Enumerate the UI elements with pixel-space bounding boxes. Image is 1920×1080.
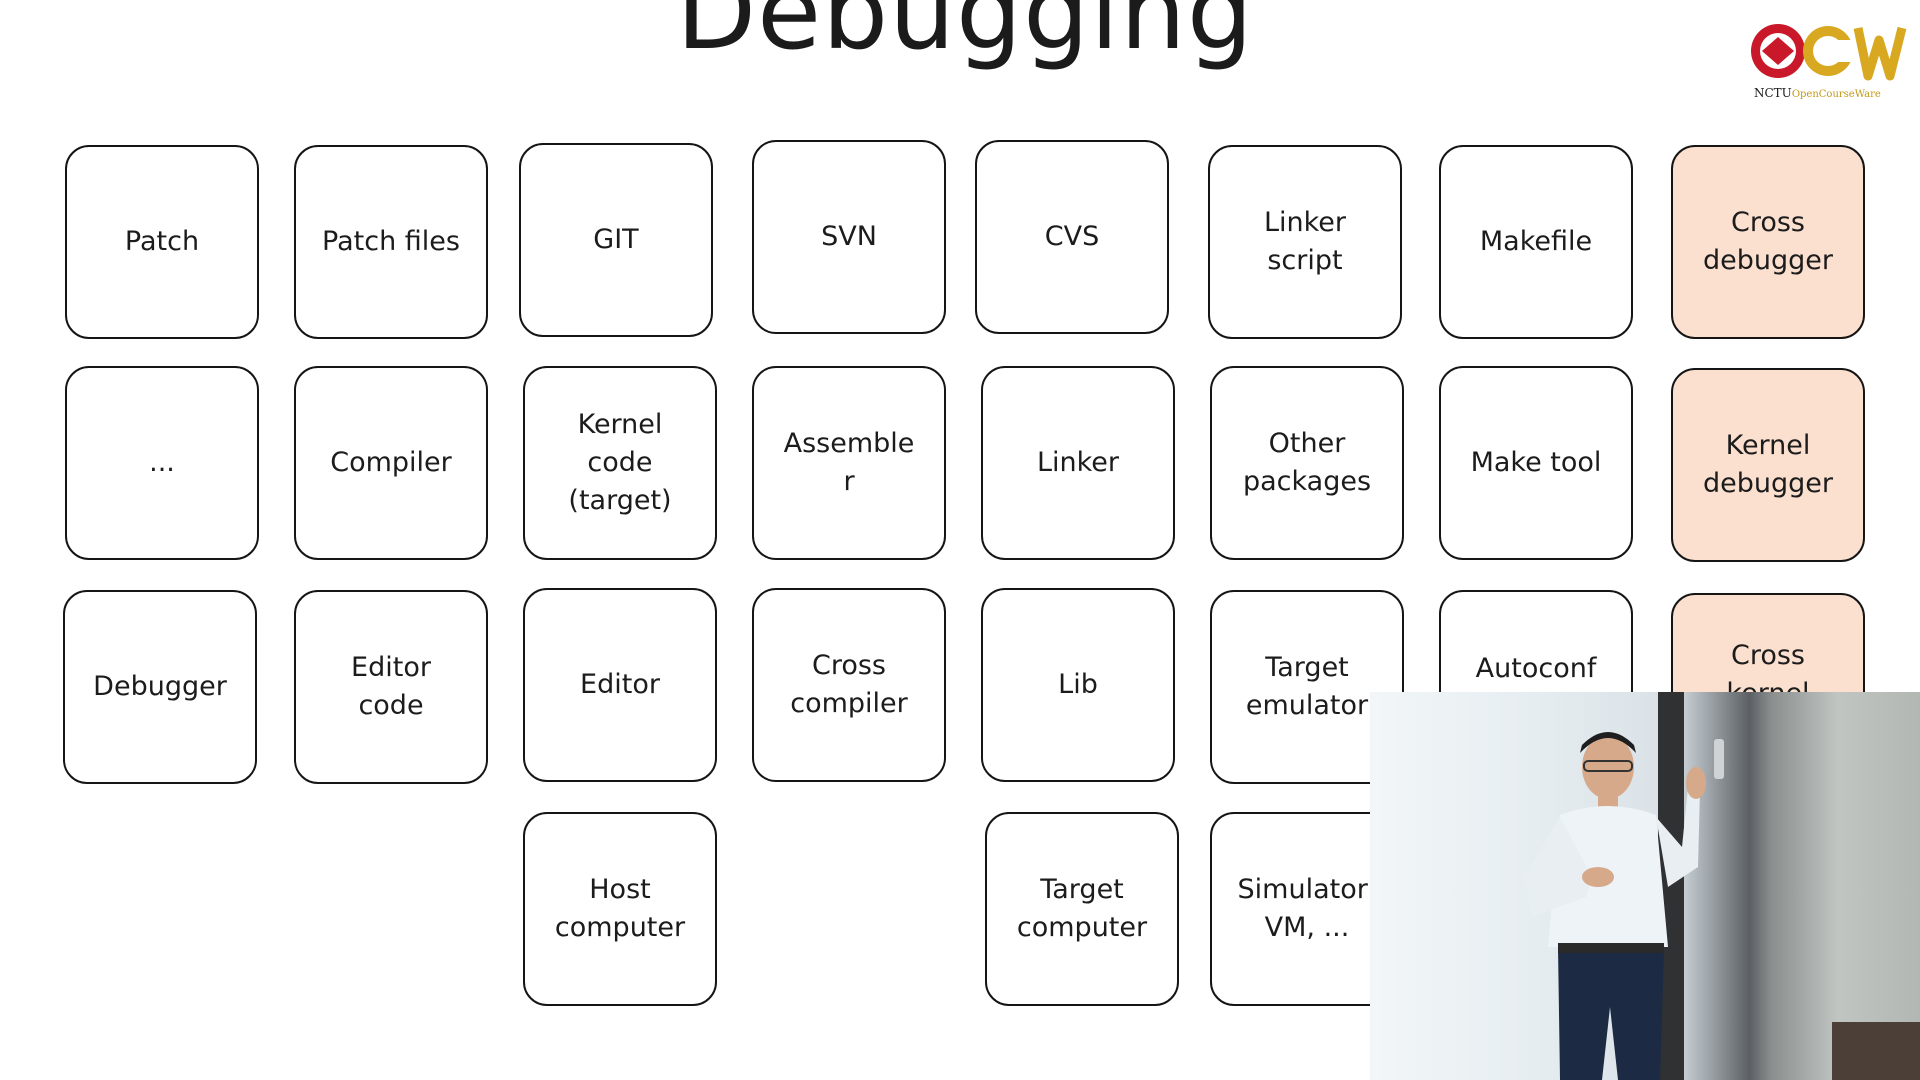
webcam-cabinet bbox=[1832, 1022, 1920, 1080]
tile-target-computer[interactable]: Target computer bbox=[985, 812, 1179, 1006]
tile-cvs[interactable]: CVS bbox=[975, 140, 1169, 334]
logo-caption-main: NCTU bbox=[1754, 86, 1792, 100]
tile-linker[interactable]: Linker bbox=[981, 366, 1175, 560]
webcam-video bbox=[1370, 692, 1920, 1080]
tile-linker-script[interactable]: Linker script bbox=[1208, 145, 1402, 339]
tile-makefile[interactable]: Makefile bbox=[1439, 145, 1633, 339]
tile-host-computer[interactable]: Host computer bbox=[523, 812, 717, 1006]
logo-caption: NCTUOpenCourseWare bbox=[1754, 86, 1920, 100]
tile-git[interactable]: GIT bbox=[519, 143, 713, 337]
tile-patch-files[interactable]: Patch files bbox=[294, 145, 488, 339]
tile-cross-debugger[interactable]: Cross debugger bbox=[1671, 145, 1865, 339]
tile-cross-compiler[interactable]: Cross compiler bbox=[752, 588, 946, 782]
tile-make-tool[interactable]: Make tool bbox=[1439, 366, 1633, 560]
tile-assembler[interactable]: Assemble r bbox=[752, 366, 946, 560]
tile-kernel-debugger[interactable]: Kernel debugger bbox=[1671, 368, 1865, 562]
tile-svn[interactable]: SVN bbox=[752, 140, 946, 334]
tile-patch[interactable]: Patch bbox=[65, 145, 259, 339]
tile-compiler[interactable]: Compiler bbox=[294, 366, 488, 560]
tile-other-packages[interactable]: Other packages bbox=[1210, 366, 1404, 560]
tile-lib[interactable]: Lib bbox=[981, 588, 1175, 782]
slide-title: Debugging bbox=[676, 0, 1254, 73]
presenter-figure bbox=[1524, 732, 1724, 1080]
ocw-logo-icon bbox=[1748, 18, 1913, 103]
tile-editor[interactable]: Editor bbox=[523, 588, 717, 782]
tile-debugger[interactable]: Debugger bbox=[63, 590, 257, 784]
tile-editor-code[interactable]: Editor code bbox=[294, 590, 488, 784]
tile-kernel-code[interactable]: Kernel code (target) bbox=[523, 366, 717, 560]
logo-caption-sub: OpenCourseWare bbox=[1791, 89, 1881, 100]
tile-ellipsis[interactable]: ... bbox=[65, 366, 259, 560]
